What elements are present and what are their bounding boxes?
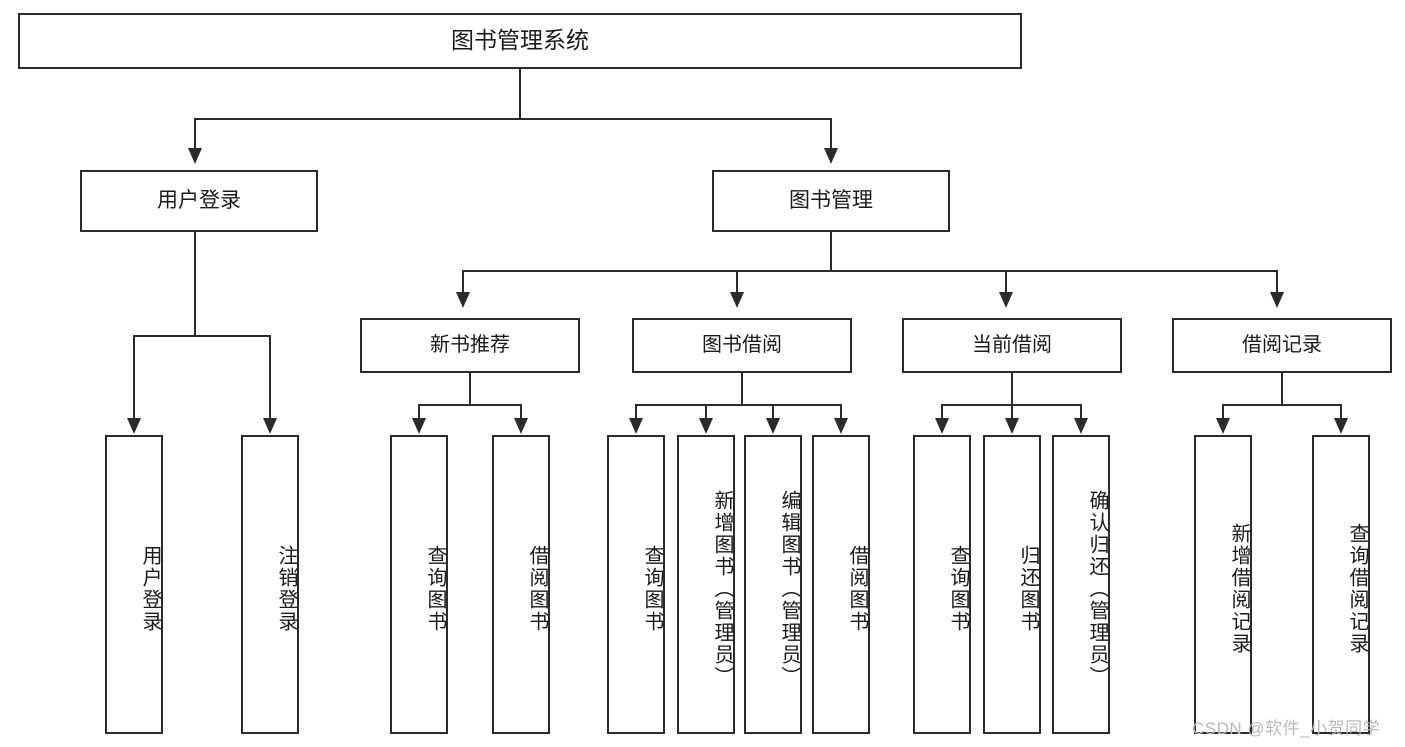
connector-book-manage-bus — [462, 270, 1276, 272]
node-label: 图书管理 — [789, 188, 873, 212]
node-label: 查询图书 — [424, 544, 446, 633]
connector-borrow-record-bus — [1222, 404, 1341, 406]
connector-user-login-bus — [133, 335, 271, 337]
node-label: 用户登录 — [157, 188, 241, 212]
arrowhead-bb-1 — [629, 418, 643, 434]
connector-borrow-record-stem — [1281, 373, 1283, 406]
arrowhead-book-borrow — [730, 292, 744, 308]
connector-drop-br-1 — [1222, 404, 1224, 420]
connector-new-book-bus — [418, 404, 522, 406]
arrowhead-bb-4 — [834, 418, 848, 434]
arrowhead-user-login — [188, 148, 202, 164]
node-label: 编辑图书（管理员） — [778, 489, 800, 688]
arrowhead-br-1 — [1216, 418, 1230, 434]
node-root-system[interactable]: 图书管理系统 — [18, 13, 1022, 69]
leaf-user-login-login[interactable]: 用户登录 — [105, 435, 163, 734]
leaf-borrow-record-add[interactable]: 新增借阅记录 — [1194, 435, 1252, 734]
node-label: 查询借阅记录 — [1346, 522, 1368, 655]
arrowhead-leaf-ul-2 — [263, 418, 277, 434]
leaf-new-book-borrow[interactable]: 借阅图书 — [492, 435, 550, 734]
connector-drop-nb-2 — [520, 404, 522, 420]
leaf-current-borrow-return[interactable]: 归还图书 — [983, 435, 1041, 734]
node-label: 新增借阅记录 — [1228, 522, 1250, 655]
connector-drop-new-book — [462, 270, 464, 294]
connector-new-book-stem — [469, 373, 471, 406]
leaf-current-borrow-query[interactable]: 查询图书 — [913, 435, 971, 734]
node-label: 借阅记录 — [1242, 333, 1322, 356]
connector-root-bus — [194, 118, 832, 120]
connector-drop-bb-1 — [635, 404, 637, 420]
connector-user-login-stem — [194, 232, 196, 337]
connector-drop-current-borrow — [1005, 270, 1007, 294]
node-label: 新书推荐 — [430, 333, 510, 356]
node-label: 查询图书 — [947, 544, 969, 633]
node-label: 图书管理系统 — [451, 27, 589, 54]
connector-drop-book-borrow — [736, 270, 738, 294]
connector-book-borrow-bus — [635, 404, 841, 406]
arrowhead-cb-1 — [935, 418, 949, 434]
connector-drop-leaf-ul-1 — [133, 335, 135, 420]
leaf-book-borrow-query[interactable]: 查询图书 — [607, 435, 665, 734]
connector-drop-borrow-record — [1276, 270, 1278, 294]
connector-drop-bb-3 — [772, 404, 774, 420]
node-book-manage[interactable]: 图书管理 — [712, 170, 950, 232]
connector-drop-cb-2 — [1011, 404, 1013, 420]
connector-root-stem — [519, 69, 521, 120]
arrowhead-current-borrow — [999, 292, 1013, 308]
node-label: 图书借阅 — [702, 333, 782, 356]
arrowhead-bb-3 — [766, 418, 780, 434]
node-current-borrow[interactable]: 当前借阅 — [902, 318, 1122, 373]
leaf-book-borrow-edit[interactable]: 编辑图书（管理员） — [744, 435, 802, 734]
connector-current-borrow-stem — [1011, 373, 1013, 406]
connector-drop-cb-3 — [1080, 404, 1082, 420]
node-label: 查询图书 — [641, 544, 663, 633]
leaf-book-borrow-add[interactable]: 新增图书（管理员） — [677, 435, 735, 734]
arrowhead-new-book — [456, 292, 470, 308]
leaf-current-borrow-confirm[interactable]: 确认归还（管理员） — [1052, 435, 1110, 734]
leaf-borrow-record-query[interactable]: 查询借阅记录 — [1312, 435, 1370, 734]
leaf-user-login-logout[interactable]: 注销登录 — [241, 435, 299, 734]
connector-drop-br-2 — [1340, 404, 1342, 420]
node-label: 用户登录 — [139, 544, 161, 633]
connector-book-borrow-stem — [741, 373, 743, 406]
connector-drop-book-manage — [830, 118, 832, 150]
arrowhead-cb-3 — [1074, 418, 1088, 434]
node-label: 确认归还（管理员） — [1086, 489, 1108, 688]
connector-drop-user-login — [194, 118, 196, 150]
node-label: 借阅图书 — [846, 544, 868, 633]
arrowhead-nb-1 — [412, 418, 426, 434]
node-label: 注销登录 — [275, 544, 297, 633]
node-borrow-record[interactable]: 借阅记录 — [1172, 318, 1392, 373]
connector-drop-cb-1 — [941, 404, 943, 420]
node-user-login[interactable]: 用户登录 — [80, 170, 318, 232]
connector-book-manage-stem — [830, 232, 832, 272]
arrowhead-cb-2 — [1005, 418, 1019, 434]
arrowhead-borrow-record — [1270, 292, 1284, 308]
node-label: 借阅图书 — [526, 544, 548, 633]
node-book-borrow[interactable]: 图书借阅 — [632, 318, 852, 373]
arrowhead-book-manage — [824, 148, 838, 164]
leaf-new-book-query[interactable]: 查询图书 — [390, 435, 448, 734]
node-label: 新增图书（管理员） — [711, 489, 733, 688]
connector-drop-leaf-ul-2 — [269, 335, 271, 420]
connector-drop-nb-1 — [418, 404, 420, 420]
node-new-book-recommend[interactable]: 新书推荐 — [360, 318, 580, 373]
connector-drop-bb-4 — [840, 404, 842, 420]
arrowhead-nb-2 — [514, 418, 528, 434]
arrowhead-bb-2 — [699, 418, 713, 434]
arrowhead-leaf-ul-1 — [127, 418, 141, 434]
node-label: 归还图书 — [1017, 544, 1039, 633]
csdn-watermark: CSDN @软件_小贺同学 — [1192, 719, 1381, 738]
arrowhead-br-2 — [1334, 418, 1348, 434]
node-label: 当前借阅 — [972, 333, 1052, 356]
leaf-book-borrow-lend[interactable]: 借阅图书 — [812, 435, 870, 734]
connector-drop-bb-2 — [705, 404, 707, 420]
